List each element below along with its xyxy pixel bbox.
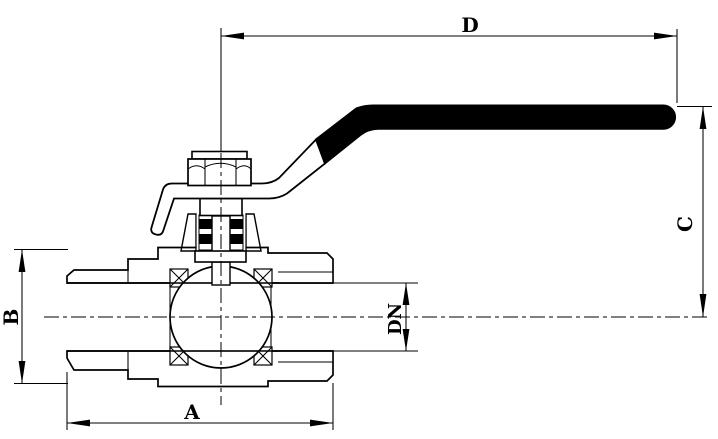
arrowhead-right bbox=[654, 32, 677, 40]
arrowhead-left bbox=[221, 32, 244, 40]
dimension-c: C bbox=[673, 105, 712, 317]
stem-nut bbox=[187, 150, 252, 187]
dimension-d-label: D bbox=[461, 13, 478, 37]
arrowhead-up bbox=[699, 106, 707, 129]
packing-seals bbox=[198, 214, 244, 251]
arrowhead-down bbox=[699, 294, 707, 317]
bonnet-wall-right bbox=[245, 213, 262, 252]
arrowhead-right bbox=[310, 419, 333, 427]
body-bottom-wall bbox=[66, 350, 334, 388]
nut-washer bbox=[191, 150, 248, 160]
dimension-c-label: C bbox=[673, 216, 697, 232]
bore-lines bbox=[67, 282, 333, 352]
arrowhead-up bbox=[402, 283, 410, 305]
ball-bottom-segment bbox=[181, 350, 261, 369]
dimension-b: B bbox=[0, 248, 68, 385]
arrowhead-up bbox=[18, 249, 26, 272]
dimension-a-label: A bbox=[183, 400, 200, 424]
dimension-b-label: B bbox=[0, 309, 23, 326]
arrowhead-left bbox=[67, 419, 90, 427]
handle-bar bbox=[150, 137, 327, 236]
centerlines bbox=[44, 153, 711, 405]
dimension-d: D bbox=[220, 13, 678, 152]
female-thread-end bbox=[278, 271, 333, 363]
handle-grip bbox=[315, 104, 677, 165]
dimension-a: A bbox=[66, 372, 334, 430]
dimension-dn: DN bbox=[333, 282, 418, 352]
bonnet-wall-left bbox=[180, 213, 197, 252]
arrowhead-down bbox=[18, 361, 26, 384]
handle-lever bbox=[150, 104, 677, 236]
arrowhead-down bbox=[402, 329, 410, 351]
dimension-dn-label: DN bbox=[385, 303, 406, 335]
